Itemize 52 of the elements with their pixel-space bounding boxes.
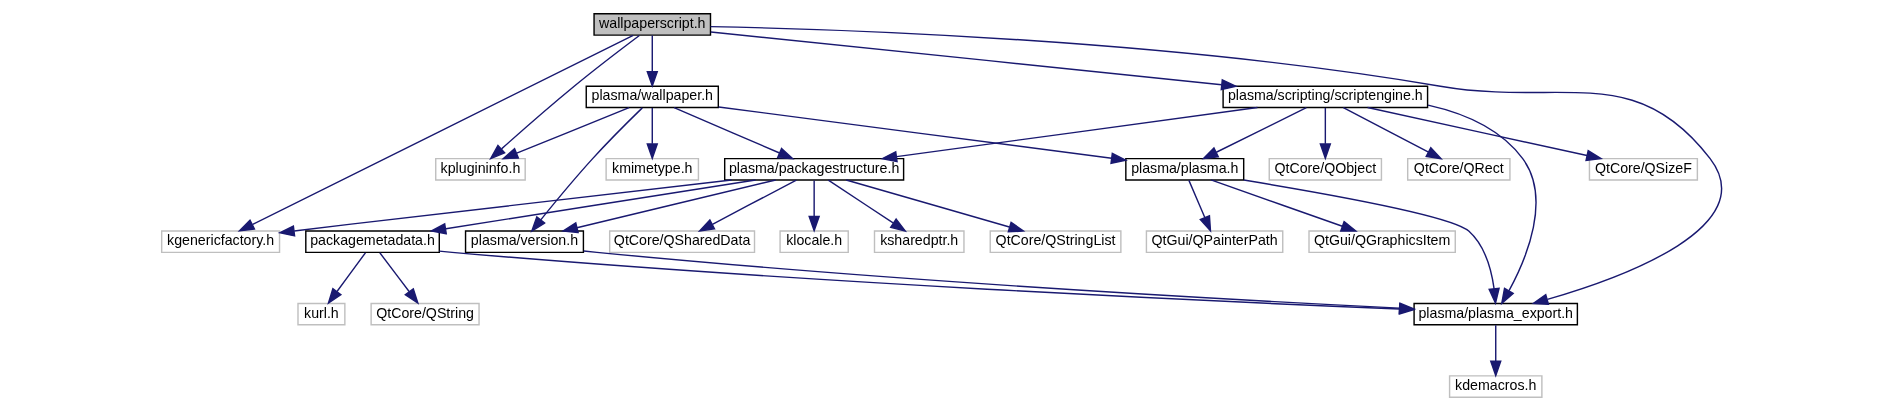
node-box: QtGui/QPainterPath [1145,230,1283,254]
arrow [709,25,1722,306]
node-box: plasma/plasma.h [1124,157,1244,181]
arrow [709,31,1238,91]
node-box: QtCore/QObject [1268,157,1382,181]
arrow [717,106,1128,165]
arrow [1426,104,1537,306]
arrow [1366,106,1603,162]
arrow [1489,324,1502,378]
node-box: QtGui/QGraphicsItem [1307,230,1456,254]
arrow [1201,106,1307,160]
node-box: QtCore/QRect [1406,157,1511,181]
arrow [1318,107,1331,161]
node-box: plasma/plasma_export.h [1412,302,1578,326]
arrow [672,106,795,160]
arrow [827,179,907,233]
arrow [807,179,820,233]
node-box: kdemacros.h [1448,375,1543,398]
arrow [277,179,732,237]
node-box: plasma/scripting/scriptengine.h [1221,85,1428,109]
node-box: kgenericfactory.h [160,230,280,254]
node-box: ksharedptr.h [873,230,965,254]
node-box: plasma/wallpaper.h [585,85,719,109]
arrow [1209,179,1358,232]
arrow [697,179,797,233]
node-box: packagemetadata.h [304,230,440,254]
arrow [560,179,776,234]
arrow [1242,179,1500,306]
arrow [378,252,419,305]
arrow [845,179,1025,233]
node-box: kurl.h [296,302,346,326]
node-box: klocale.h [778,230,849,254]
node-box: QtCore/QStringList [989,230,1122,254]
arrow [645,107,658,161]
node-box: plasma/version.h [464,230,584,254]
arrow [488,34,640,161]
arrow [428,179,756,235]
arrow [645,34,658,88]
node-box: kmimetype.h [604,157,699,181]
node-box: QtCore/QString [369,302,480,326]
arrow [500,106,630,160]
arrow [879,106,1258,163]
arrow [529,107,643,233]
node-box: QtCore/QSizeF [1588,157,1698,181]
arrow [1187,179,1211,233]
node-box: plasma/packagestructure.h [723,157,904,181]
arrow [237,34,634,232]
node-box: QtCore/QSharedData [608,230,755,254]
node-box: kplugininfo.h [434,157,526,181]
node-box: wallpaperscript.h [592,13,711,36]
arrow [326,252,366,305]
arrow [1342,106,1443,160]
